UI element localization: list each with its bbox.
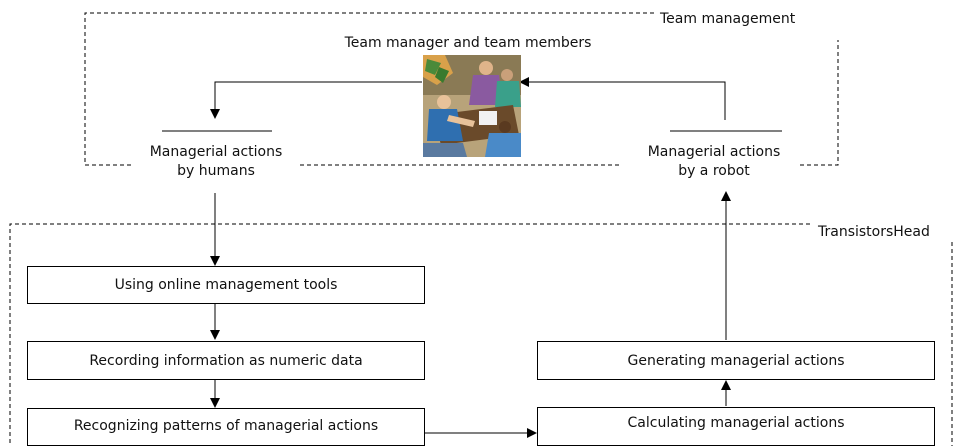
meeting-caption: Team manager and team members bbox=[344, 35, 592, 51]
step-generating: Generating managerial actions bbox=[537, 341, 935, 380]
arrow-robot-to-image bbox=[519, 77, 726, 120]
human-actions-line1: Managerial actions bbox=[149, 144, 283, 160]
robot-actions-line2: by a robot bbox=[678, 163, 750, 179]
human-actions-line2: by humans bbox=[177, 163, 255, 179]
arrow-image-to-human bbox=[210, 81, 422, 119]
transistorshead-boundary bbox=[9, 223, 953, 446]
step-online-tools: Using online management tools bbox=[27, 266, 425, 304]
team-meeting-image bbox=[423, 55, 521, 157]
step-recording: Recording information as numeric data bbox=[27, 341, 425, 380]
transistorshead-title: TransistorsHead bbox=[818, 224, 930, 240]
robot-actions-line1: Managerial actions bbox=[647, 144, 781, 160]
team-management-boundary bbox=[84, 12, 839, 166]
human-actions-label: Managerial actions by humans bbox=[128, 143, 304, 181]
team-management-title: Team management bbox=[660, 11, 796, 27]
step-calculating: Calculating managerial actions bbox=[537, 407, 935, 446]
step-recognizing: Recognizing patterns of managerial actio… bbox=[27, 408, 425, 446]
robot-actions-label: Managerial actions by a robot bbox=[626, 143, 802, 181]
